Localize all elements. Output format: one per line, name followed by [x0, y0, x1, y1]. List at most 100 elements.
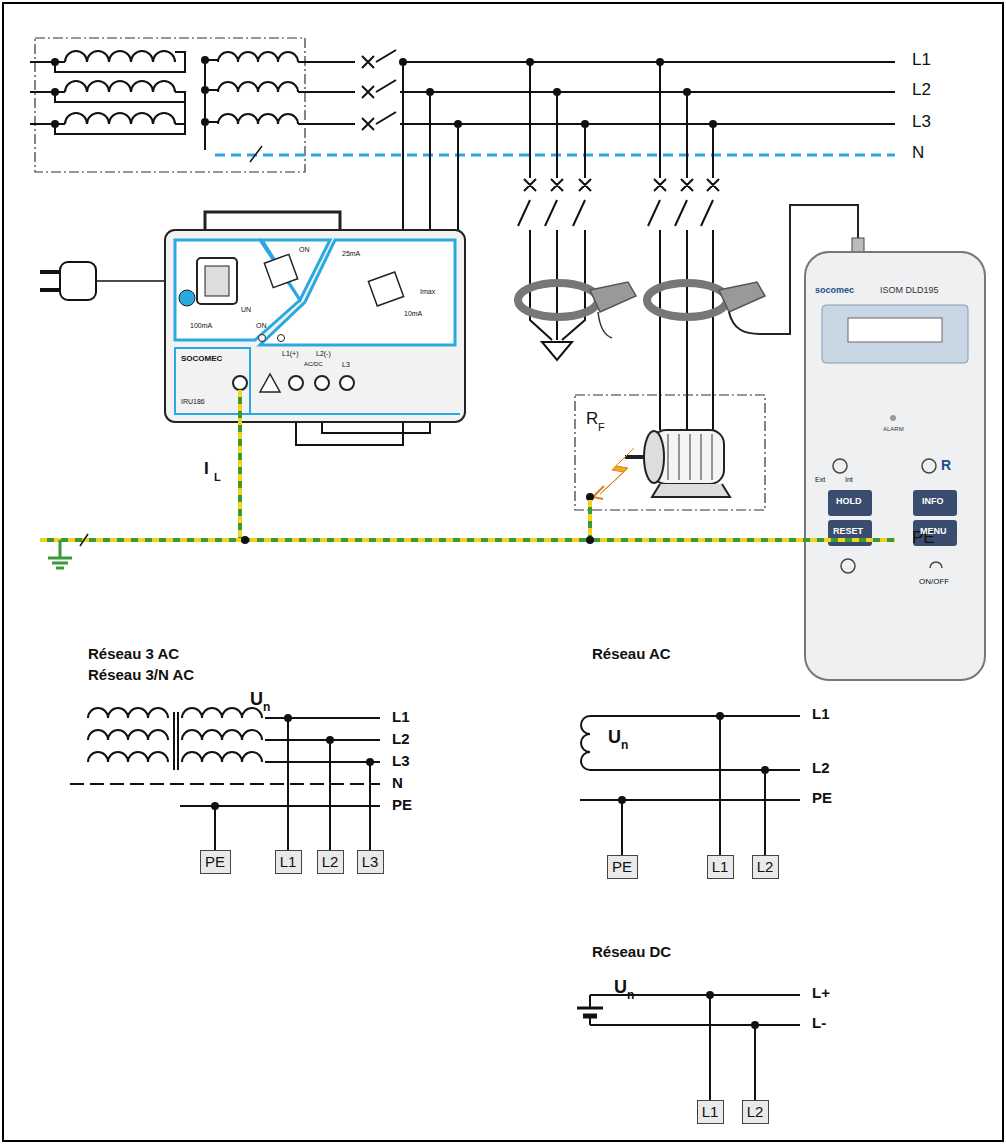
terminal-box: L1: [275, 850, 302, 874]
pe-conductor: [40, 538, 895, 542]
coil-winding: [182, 752, 262, 762]
neutral-line: [215, 154, 895, 157]
earth-symbol: [48, 534, 88, 568]
text-label: 100mA: [190, 322, 212, 330]
transformer-housing: [35, 38, 305, 172]
terminal-box: L1: [697, 1100, 724, 1124]
text-label: SOCOMEC: [181, 355, 222, 364]
coil-winding: [218, 82, 298, 92]
terminal-label: L1: [712, 859, 729, 876]
terminal-box: L1: [707, 855, 734, 879]
text-label: Réseau AC: [592, 646, 671, 663]
terminal-box: PE: [607, 855, 638, 879]
text-label: L2: [812, 760, 830, 777]
text-label: Réseau 3 AC: [88, 646, 179, 663]
text-label: N: [912, 144, 924, 163]
coil-group: [65, 51, 590, 770]
text-label: UN: [241, 306, 251, 314]
text-label: Réseau DC: [592, 944, 671, 961]
text-label: Réseau 3/N AC: [88, 667, 194, 684]
coil-winding: [88, 730, 168, 740]
motor-fin: [689, 434, 690, 480]
coil-winding: [581, 716, 590, 770]
single-phase-network: [580, 716, 800, 855]
text-label: n: [263, 701, 270, 714]
terminal-box: L2: [752, 855, 779, 879]
coil-winding: [65, 81, 175, 92]
text-label: ON: [256, 322, 267, 330]
neutral-switch: [250, 146, 262, 162]
text-label: Int: [845, 476, 853, 484]
text-label: L3: [392, 753, 410, 770]
text-label: L-: [812, 1015, 826, 1032]
text-label: R: [941, 458, 951, 473]
test-generator: [165, 212, 465, 422]
text-label: ON: [299, 246, 310, 254]
motor-fin: [667, 434, 668, 480]
text-label: AC/DC: [304, 361, 323, 368]
text-label: Ext: [815, 476, 825, 484]
text-label: L1: [392, 709, 410, 726]
terminal-label: L1: [280, 854, 297, 871]
text-label: 25mA: [342, 250, 360, 258]
current-clamp: [518, 282, 636, 338]
motor-enclosure: [575, 395, 765, 510]
text-label: n: [627, 989, 634, 1002]
motor-fin: [711, 434, 712, 480]
text-label: PE: [392, 797, 412, 814]
transformer-wiring: [30, 50, 895, 150]
text-label: U: [250, 690, 263, 710]
terminal-label: L2: [757, 859, 774, 876]
text-label: L1: [912, 51, 931, 70]
frame: [3, 3, 1003, 1141]
pe-conductor: [588, 500, 592, 540]
text-label: n: [621, 739, 628, 752]
protective-earth: [40, 390, 895, 540]
text-label: L+: [812, 985, 830, 1002]
text-label: ALARM: [883, 426, 904, 433]
pe-conductor: [588, 500, 592, 540]
text-label: INFO: [922, 497, 944, 507]
terminal-label: PE: [612, 859, 632, 876]
fault-bolt: [600, 448, 634, 494]
pe-conductor: [40, 538, 895, 542]
terminal-label: L2: [322, 854, 339, 871]
coil-winding: [218, 114, 298, 124]
text-label: N: [392, 775, 403, 792]
text-label: Imax: [420, 288, 435, 296]
text-label: socomec: [815, 286, 854, 296]
terminal-label: PE: [205, 854, 225, 871]
text-label: 10mA: [404, 310, 422, 318]
coil-winding: [88, 752, 168, 762]
motor-fin: [700, 434, 701, 480]
text-label: MENU: [920, 527, 947, 537]
text-label: L1(+): [282, 350, 299, 358]
three-phase-network: [70, 712, 380, 850]
coil-winding: [88, 708, 168, 718]
coil-winding: [65, 51, 175, 62]
motor-fin: [678, 434, 679, 480]
coil-winding: [65, 113, 175, 124]
text-label: L3: [342, 361, 350, 369]
text-label: L: [214, 471, 221, 483]
coil-winding: [182, 708, 262, 718]
text-label: F: [598, 421, 605, 433]
text-label: IRU186: [181, 398, 205, 406]
terminal-box: L3: [357, 850, 384, 874]
pe-conductor: [238, 390, 242, 540]
text-label: PE: [812, 790, 832, 807]
text-label: I: [204, 460, 209, 479]
text-label: ISOM DLD195: [880, 286, 939, 296]
pe-conductor: [238, 390, 242, 540]
insulation-locator: [805, 238, 985, 680]
text-label: U: [614, 978, 627, 998]
terminal-label: L1: [702, 1104, 719, 1121]
terminal-label: L3: [362, 854, 379, 871]
text-label: L3: [912, 113, 931, 132]
text-label: L2: [912, 81, 931, 100]
coil-winding: [218, 52, 298, 62]
text-label: L1: [812, 706, 830, 723]
text-label: HOLD: [836, 497, 862, 507]
text-label: RESET: [833, 527, 863, 537]
